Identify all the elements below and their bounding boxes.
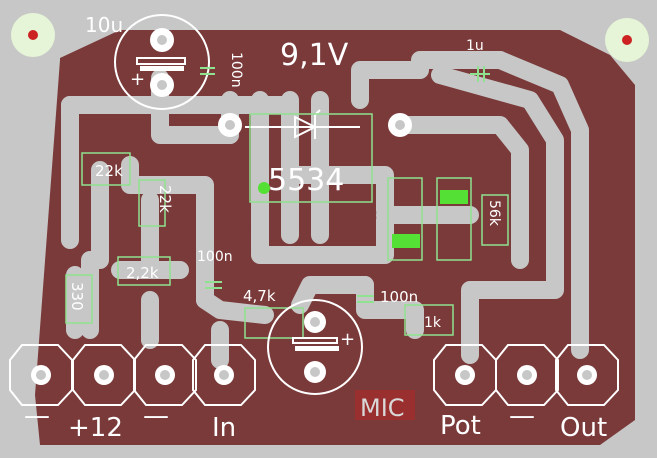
mic-badge — [355, 390, 415, 420]
pad-minus-2 — [133, 344, 197, 406]
svg-text:+: + — [340, 329, 355, 350]
label-cap-100n-top: 100n — [228, 52, 244, 88]
label-minus-2: — — [143, 401, 169, 431]
capacitor-10u: + — [114, 14, 210, 110]
ic-5534 — [249, 113, 373, 203]
label-cap-10u: 10u — [85, 13, 123, 37]
resistor-22k-a — [81, 152, 131, 186]
pad-minus-3 — [495, 344, 559, 406]
label-minus-3: — — [509, 401, 535, 431]
capacitor-100n-mid — [205, 281, 222, 289]
label-cap-100n-right: 100n — [380, 288, 418, 306]
pad-in — [192, 344, 256, 406]
capacitor-1u — [470, 66, 490, 82]
label-out: Out — [560, 413, 607, 443]
label-minus-1: — — [24, 401, 50, 431]
label-in: In — [212, 413, 236, 443]
connector-pads — [9, 344, 619, 406]
mounting-hole-left — [11, 13, 55, 57]
label-plus12: +12 — [68, 413, 123, 443]
resistor-22k-b — [138, 179, 166, 227]
label-r-4-7k: 4,7k — [243, 287, 276, 305]
mounting-hole-right — [605, 18, 649, 62]
resistor-56k — [481, 194, 509, 246]
label-r-330: 330 — [68, 282, 86, 311]
zener-diode — [245, 109, 360, 139]
capacitor-100n-top — [200, 67, 215, 75]
label-r-1k: 1k — [424, 315, 442, 331]
pad-minus-1 — [9, 344, 73, 406]
label-ic: 5534 — [268, 163, 344, 198]
capacitor-electrolytic-bottom: + — [267, 299, 363, 395]
capacitor-100n-right — [357, 295, 374, 303]
label-pot: Pot — [440, 411, 481, 441]
resistor-2-2k — [117, 256, 171, 286]
pad-out — [555, 344, 619, 406]
pad-plus12 — [72, 344, 136, 406]
resistor-1k — [404, 304, 454, 336]
label-voltage: 9,1V — [280, 38, 349, 73]
capacitor-green-2 — [436, 177, 472, 261]
label-r-22k-b: 22k — [156, 185, 174, 213]
svg-text:+: + — [130, 69, 145, 90]
label-cap-1u: 1u — [466, 38, 484, 54]
label-r-2-2k: 2,2k — [126, 264, 159, 282]
label-r-56k: 56k — [486, 200, 502, 227]
capacitor-green-1 — [387, 177, 423, 261]
label-cap-100n-mid: 100n — [197, 249, 233, 265]
label-mic: MIC — [360, 394, 405, 422]
label-r-22k-a: 22k — [95, 162, 123, 180]
resistor-330 — [65, 274, 93, 324]
resistor-4-7k — [244, 307, 304, 339]
pad-pot — [433, 344, 497, 406]
